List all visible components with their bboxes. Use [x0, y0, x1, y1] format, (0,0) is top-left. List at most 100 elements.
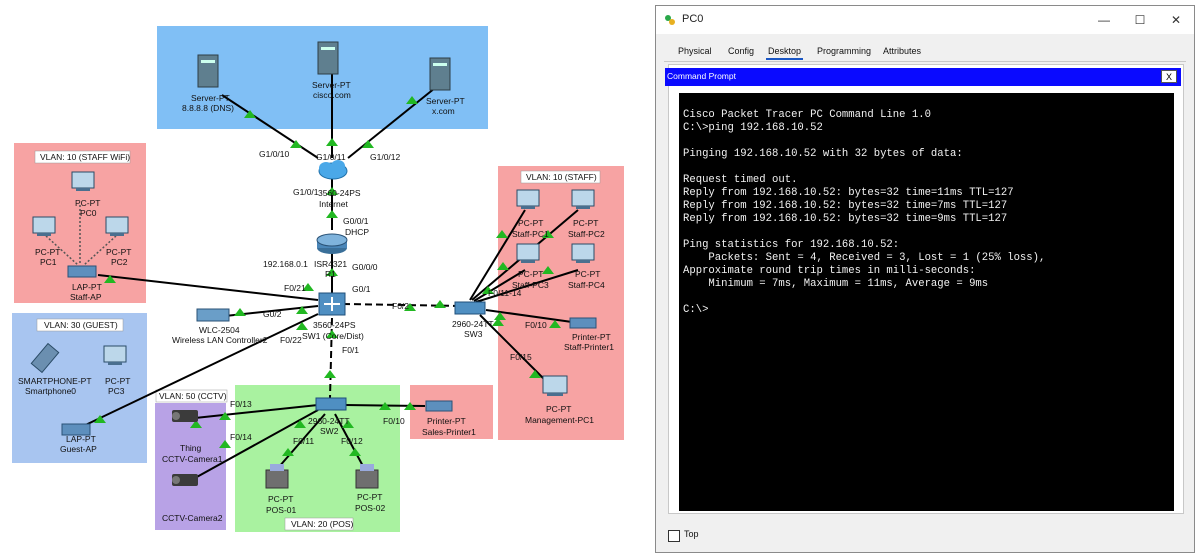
- pc-icon[interactable]: [103, 345, 127, 365]
- smartphone-model: SMARTPHONE-PT: [18, 376, 92, 386]
- sw3-model: 2960-24TT: [452, 319, 494, 329]
- terminal-text: Cisco Packet Tracer PC Command Line 1.0 …: [683, 109, 1046, 316]
- guest-ap-model: LAP-PT: [66, 434, 96, 444]
- port-label: G1/0/11: [316, 152, 346, 162]
- pc-icon[interactable]: [516, 243, 540, 263]
- switch-icon[interactable]: [315, 397, 347, 411]
- pc-icon[interactable]: [542, 375, 568, 396]
- minimize-button[interactable]: —: [1098, 13, 1110, 27]
- sw1-name: SW1 (Core/Dist): [302, 331, 364, 341]
- cloud-icon[interactable]: [318, 160, 348, 180]
- staff-ap-name: Staff-AP: [70, 292, 102, 302]
- server-icon[interactable]: [429, 57, 451, 91]
- maximize-button[interactable]: ☐: [1134, 13, 1146, 27]
- port-label: G0/0/1: [343, 216, 369, 226]
- network-topology-canvas[interactable]: VLAN: 10 (STAFF WiFi) VLAN: 30 (GUEST) V…: [0, 0, 650, 555]
- tab-attributes[interactable]: Attributes: [883, 46, 922, 56]
- pc3-model: PC-PT: [105, 376, 131, 386]
- pos-terminal-icon[interactable]: [355, 464, 379, 489]
- server3-name: x.com: [432, 106, 455, 116]
- port-label: F0/22: [280, 335, 302, 345]
- pc-icon[interactable]: [71, 171, 95, 191]
- server-icon[interactable]: [317, 41, 339, 75]
- server2-model: Server-PT: [312, 80, 351, 90]
- router-model: ISR4321: [314, 259, 347, 269]
- staff-pc3-name: Staff-PC3: [512, 280, 549, 290]
- cam1-name: CCTV-Camera1: [162, 454, 223, 464]
- tab-config[interactable]: Config: [728, 46, 755, 56]
- pc-icon[interactable]: [516, 189, 540, 209]
- cloud-model: 3560-24PS: [318, 188, 361, 198]
- links: [74, 72, 579, 479]
- smartphone-icon[interactable]: [30, 342, 60, 374]
- terminal-output[interactable]: Cisco Packet Tracer PC Command Line 1.0 …: [679, 93, 1174, 511]
- pc0-model: PC-PT: [75, 198, 101, 208]
- port-indicators: [94, 96, 561, 456]
- printer-icon[interactable]: [425, 400, 453, 412]
- zone-label-cctv: VLAN: 50 (CCTV): [159, 391, 227, 401]
- wlc-icon[interactable]: [196, 308, 230, 322]
- switch-icon[interactable]: [454, 301, 486, 315]
- port-label: F0/2: [392, 301, 409, 311]
- port-label: G0/1: [352, 284, 371, 294]
- port-label: DHCP: [345, 227, 369, 237]
- wlc-name: Wireless LAN Controller2: [172, 335, 268, 345]
- camera-icon[interactable]: [172, 410, 198, 422]
- pc3-name: PC3: [108, 386, 125, 396]
- zone-sales-printer: [410, 385, 493, 439]
- port-label: F0/15: [510, 352, 532, 362]
- top-checkbox-label: Top: [684, 529, 699, 539]
- access-point-icon[interactable]: [67, 265, 97, 278]
- port-label: F0/11: [293, 436, 314, 446]
- mgmt-pc-name: Management-PC1: [525, 415, 594, 425]
- pos2-model: PC-PT: [357, 492, 383, 502]
- port-label: F0/10: [383, 416, 405, 426]
- cloud-name: Internet: [319, 199, 348, 209]
- port-label: F0/14: [230, 432, 252, 442]
- tab-programming[interactable]: Programming: [817, 46, 872, 56]
- pc-icon[interactable]: [105, 216, 129, 236]
- window-titlebar[interactable]: PC0 — ☐ ✕: [656, 6, 1194, 34]
- guest-ap-name: Guest-AP: [60, 444, 97, 454]
- pc-icon[interactable]: [32, 216, 56, 236]
- cam2-name: CCTV-Camera2: [162, 513, 223, 523]
- zone-label-guest: VLAN: 30 (GUEST): [44, 320, 118, 330]
- port-label: G1/0/10: [259, 149, 290, 159]
- printer-icon[interactable]: [569, 317, 597, 329]
- multilayer-switch-icon[interactable]: [318, 292, 346, 316]
- pc2-name: PC2: [111, 257, 128, 267]
- top-checkbox[interactable]: [668, 530, 680, 542]
- access-point-icon[interactable]: [61, 423, 91, 436]
- pos2-name: POS-02: [355, 503, 386, 513]
- server1-name: 8.8.8.8 (DNS): [182, 103, 234, 113]
- router-icon[interactable]: [316, 233, 348, 254]
- staff-pc2-name: Staff-PC2: [568, 229, 605, 239]
- zone-label-staff: VLAN: 10 (STAFF): [526, 172, 597, 182]
- camera-icon[interactable]: [172, 474, 198, 486]
- sales-printer-name: Sales-Printer1: [422, 427, 476, 437]
- pc0-window[interactable]: PC0 — ☐ ✕ Physical Config Desktop Progra…: [655, 5, 1195, 553]
- port-label: F0/13: [230, 399, 252, 409]
- cam1-model: Thing: [180, 443, 202, 453]
- staff-printer-name: Staff-Printer1: [564, 342, 614, 352]
- command-prompt-close-button[interactable]: X: [1161, 70, 1177, 83]
- staff-ap-model: LAP-PT: [72, 282, 102, 292]
- pc-icon[interactable]: [571, 243, 595, 263]
- tab-divider: [664, 61, 1186, 62]
- command-prompt-titlebar: Command Prompt X: [665, 68, 1181, 86]
- window-title: PC0: [682, 13, 704, 25]
- router-name: R1: [325, 269, 336, 279]
- staff-pc2-model: PC-PT: [573, 218, 599, 228]
- pc1-model: PC-PT: [35, 247, 61, 257]
- pc0-name: PC0: [80, 208, 97, 218]
- tab-desktop[interactable]: Desktop: [766, 44, 804, 60]
- pos-terminal-icon[interactable]: [265, 464, 289, 489]
- close-button[interactable]: ✕: [1170, 13, 1182, 27]
- tab-physical[interactable]: Physical: [678, 46, 712, 56]
- pos1-name: POS-01: [266, 505, 297, 515]
- port-label: G0/2: [263, 309, 282, 319]
- sw3-name: SW3: [464, 329, 483, 339]
- sw1-model: 3560-24PS: [313, 320, 356, 330]
- server-icon[interactable]: [197, 54, 219, 88]
- pc-icon[interactable]: [571, 189, 595, 209]
